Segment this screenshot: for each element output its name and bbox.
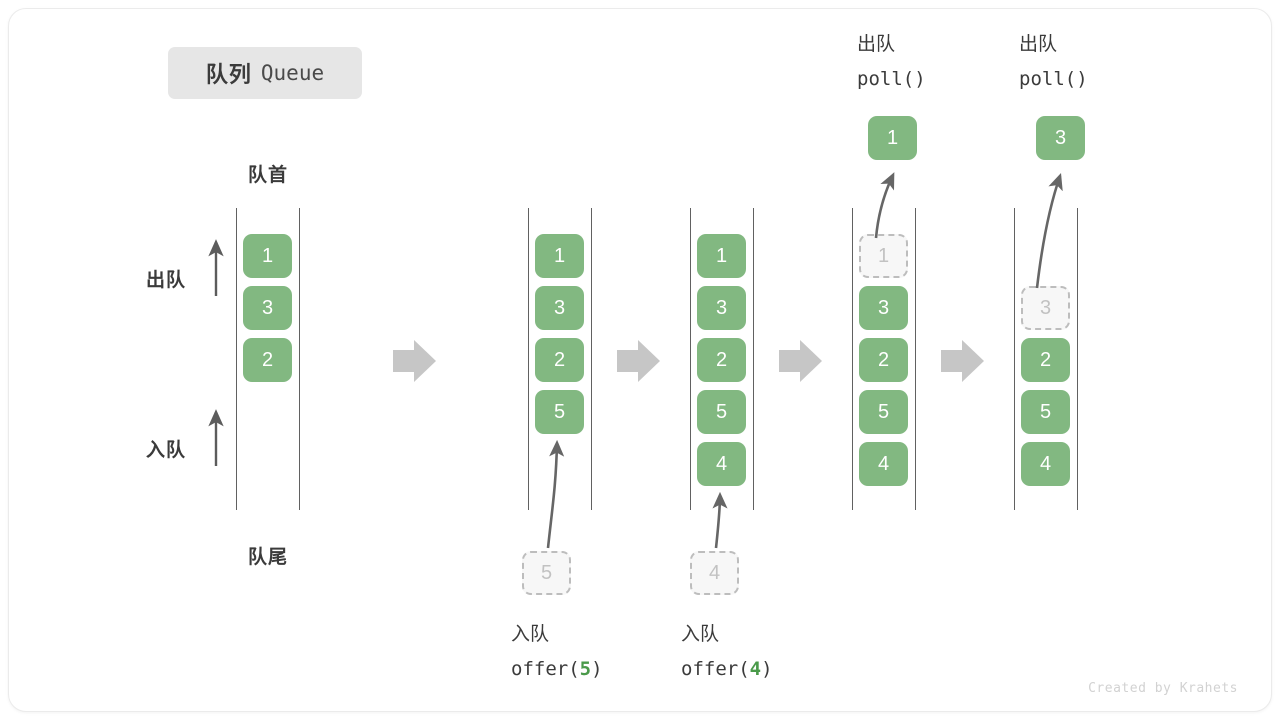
queue-element: 3 [859, 286, 908, 330]
caption-poll-3: 出队 poll() [1019, 28, 1088, 96]
caption-poll-1: 出队 poll() [857, 28, 926, 96]
queue-rail-left [528, 208, 529, 510]
title-english: Queue [260, 61, 325, 85]
queue-rail-right [1077, 208, 1078, 510]
queue-element: 4 [859, 442, 908, 486]
label-dequeue-direction: 出队 [146, 270, 187, 291]
popped-box-3: 3 [1036, 116, 1085, 160]
queue-rail-right [753, 208, 754, 510]
caption-poll-3-cn: 出队 [1019, 34, 1058, 55]
queue-element: 5 [1021, 390, 1070, 434]
queue-rail-left [690, 208, 691, 510]
offer-5-suffix: ) [591, 658, 603, 680]
caption-poll-3-call: poll() [1019, 62, 1088, 96]
queue-element: 2 [243, 338, 292, 382]
diagram-card [8, 8, 1272, 712]
label-enqueue-direction: 入队 [146, 440, 187, 461]
offer-5-arg: 5 [579, 658, 592, 680]
queue-column-2: 1 3 2 5 4 [690, 208, 754, 510]
caption-offer-5-cn: 入队 [511, 624, 550, 645]
title-badge: 队列 Queue [168, 47, 362, 99]
queue-element: 2 [535, 338, 584, 382]
queue-column-4: 3 2 5 4 [1014, 208, 1078, 510]
queue-rail-right [299, 208, 300, 510]
queue-element: 4 [1021, 442, 1070, 486]
caption-poll-1-call: poll() [857, 62, 926, 96]
credit-text: Created by Krahets [1088, 681, 1238, 696]
label-queue-rear: 队尾 [247, 547, 288, 568]
offer-5-prefix: offer( [511, 658, 580, 680]
queue-column-3: 1 3 2 5 4 [852, 208, 916, 510]
queue-element: 3 [1021, 286, 1070, 330]
queue-column-0: 1 3 2 [236, 208, 300, 510]
queue-element: 1 [697, 234, 746, 278]
label-queue-front: 队首 [247, 165, 288, 186]
offer-4-arg: 4 [749, 658, 762, 680]
queue-element: 1 [859, 234, 908, 278]
queue-element: 3 [243, 286, 292, 330]
queue-element: 3 [535, 286, 584, 330]
pending-box-4: 4 [690, 551, 739, 595]
caption-offer-5-call: offer(5) [511, 652, 603, 686]
queue-element: 3 [697, 286, 746, 330]
queue-rail-left [236, 208, 237, 510]
poll-3-prefix: poll( [1019, 68, 1077, 90]
queue-element: 4 [697, 442, 746, 486]
queue-element: 2 [859, 338, 908, 382]
queue-element: 1 [535, 234, 584, 278]
queue-rail-right [915, 208, 916, 510]
queue-element: 5 [535, 390, 584, 434]
queue-element: 2 [1021, 338, 1070, 382]
queue-element: 5 [859, 390, 908, 434]
queue-element: 5 [697, 390, 746, 434]
poll-1-prefix: poll( [857, 68, 915, 90]
queue-rail-left [852, 208, 853, 510]
poll-3-suffix: ) [1076, 68, 1088, 90]
popped-box-1: 1 [868, 116, 917, 160]
caption-offer-4: 入队 offer(4) [681, 618, 773, 686]
caption-offer-4-call: offer(4) [681, 652, 773, 686]
caption-offer-4-cn: 入队 [681, 624, 720, 645]
poll-1-suffix: ) [914, 68, 926, 90]
caption-poll-1-cn: 出队 [857, 34, 896, 55]
queue-column-1: 1 3 2 5 [528, 208, 592, 510]
pending-box-5: 5 [522, 551, 571, 595]
queue-element: 2 [697, 338, 746, 382]
queue-element: 1 [243, 234, 292, 278]
queue-rail-right [591, 208, 592, 510]
caption-offer-5: 入队 offer(5) [511, 618, 603, 686]
offer-4-suffix: ) [761, 658, 773, 680]
title-chinese: 队列 [205, 62, 252, 87]
offer-4-prefix: offer( [681, 658, 750, 680]
queue-rail-left [1014, 208, 1015, 510]
